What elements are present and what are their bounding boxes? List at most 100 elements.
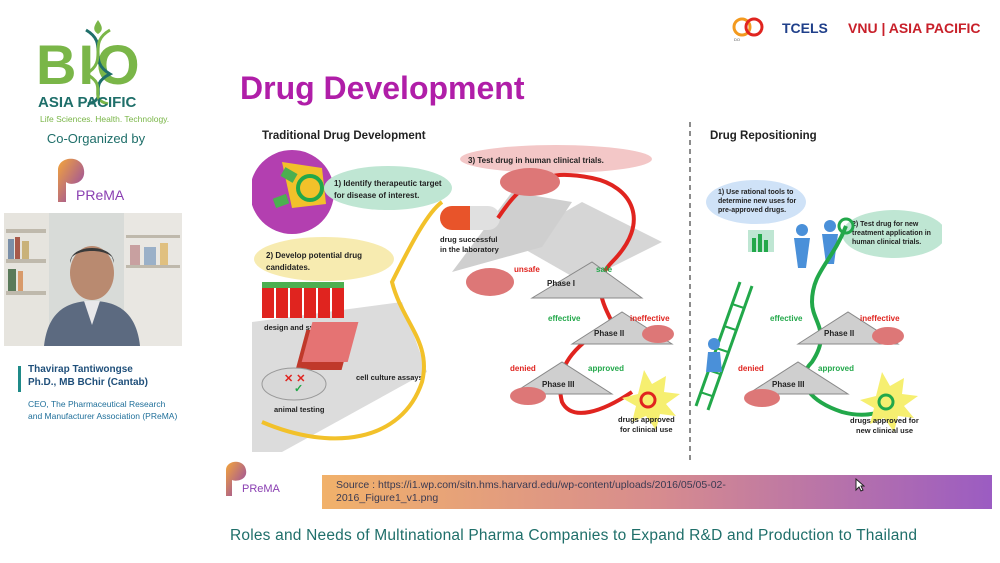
speaker-name: Thavirap Tantiwongse	[28, 364, 133, 375]
prema-logo-icon: PReMA	[58, 158, 125, 203]
source-line-2: 2016_Figure1_v1.png	[336, 492, 439, 504]
step1-text-line2: for disease of interest.	[334, 191, 419, 200]
animal-testing-label: animal testing	[274, 405, 325, 414]
animal-dish-icon	[261, 367, 327, 401]
bio-logo-letters: BIO	[36, 33, 142, 96]
phase3-label: Phase III	[542, 380, 574, 389]
cell-culture-plates-icon	[295, 322, 359, 370]
repo-step1-bubble	[706, 180, 806, 224]
dna-helix-icon	[82, 20, 114, 106]
traditional-heading: Traditional Drug Development	[262, 130, 426, 142]
prema-logo-text: PReMA	[76, 187, 125, 203]
repo-effective-label: effective	[770, 314, 803, 323]
clinical-platform	[452, 192, 572, 272]
cell-culture-label: cell culture assays	[356, 373, 423, 382]
prema-logo: PReMA	[52, 152, 152, 206]
step3-bubble	[460, 145, 652, 173]
step2-text-line2: candidates.	[266, 263, 310, 272]
vnu-logo-text: VNU | ASIA PACIFIC	[848, 20, 981, 36]
speaker-video	[4, 213, 182, 346]
phase2-label: Phase II	[594, 329, 624, 338]
repo-phase3-label: Phase III	[772, 380, 804, 389]
prema-slide-logo-icon: PReMA	[226, 461, 281, 496]
drug-capsule-icon	[440, 206, 500, 230]
ineffective-pill-pile-icon	[642, 325, 674, 343]
repo-step1-text-line2: determine new uses for	[718, 198, 796, 205]
repo-step2-text-line3: human clinical trials.	[852, 239, 921, 246]
svg-text:✕ ✕: ✕ ✕	[284, 373, 306, 385]
repo-step2-text: 2) Test drug for new	[852, 221, 919, 228]
step2-text: 2) Develop potential drug	[266, 251, 362, 260]
sponsor-logos: DO TCELS VNU | ASIA PACIFIC	[730, 14, 990, 42]
lab-success-label: drug successful	[440, 235, 498, 244]
safe-label: safe	[596, 265, 613, 274]
drug-development-figure: Traditional Drug Development Drug Reposi…	[250, 122, 946, 460]
vnu-logo: VNU | ASIA PACIFIC	[848, 20, 981, 36]
bio-logo-tagline: Life Sciences. Health. Technology.	[40, 114, 170, 124]
ladder-icon	[694, 281, 754, 411]
repo-approved-label: approved	[818, 364, 854, 373]
mouse-cursor-icon	[855, 478, 865, 492]
step1-text: 1) Identify therapeutic target	[334, 179, 442, 188]
bio-logo-subtitle: ASIA PACIFIC	[38, 94, 137, 111]
unsafe-pill-pile-icon	[466, 268, 514, 296]
svg-text:✓: ✓	[294, 383, 303, 395]
repo-ineffective-label: ineffective	[860, 314, 900, 323]
drugs-approved-label: drugs approved	[618, 415, 675, 424]
step1-bubble	[324, 166, 452, 210]
green-repo-path	[801, 225, 904, 417]
source-bar	[322, 475, 992, 509]
target-marker-icon	[296, 174, 324, 202]
phase1-triangle	[530, 261, 644, 299]
denied-pill-pile-icon	[510, 387, 546, 405]
design-synthesis-label: design and synthesis	[264, 323, 340, 332]
slide-title: Drug Development	[240, 70, 525, 106]
repo-phase2-label: Phase II	[824, 329, 854, 338]
step3-text: 3) Test drug in human clinical trials.	[468, 156, 604, 165]
left-panel: BIO ASIA PACIFIC Life Sciences. Health. …	[0, 0, 192, 563]
pill-pile-icon	[500, 168, 560, 196]
repo-new-clinical-label: new clinical use	[856, 426, 913, 435]
co-organized-label: Co-Organized by	[46, 131, 146, 146]
repo-denied-pill-pile-icon	[744, 389, 780, 407]
prema-slide-logo: PReMA	[222, 458, 302, 498]
climbing-person-icon	[706, 338, 722, 372]
speaker-title: CEO, The Pharmaceutical Research and Man…	[28, 399, 178, 421]
phase1-label: Phase I	[547, 279, 575, 288]
lab-platform	[252, 302, 427, 452]
prema-slide-logo-text: PReMA	[242, 483, 281, 495]
approved-starburst-icon	[622, 370, 680, 430]
repo-step1-text-line3: pre-approved drugs.	[718, 207, 786, 214]
for-clinical-label: for clinical use	[620, 425, 673, 434]
repo-step2-text-line2: treatment application in	[852, 230, 931, 237]
people-icon	[794, 220, 838, 268]
approved-label: approved	[588, 364, 624, 373]
denied-label: denied	[510, 364, 536, 373]
repo-ineffective-pill-pile-icon	[872, 327, 904, 345]
lab-success-label-line2: in the laboratory	[440, 245, 500, 254]
repo-approved-starburst-icon	[860, 372, 918, 432]
repo-step1-text: 1) Use rational tools to	[718, 189, 793, 196]
session-caption: Roles and Needs of Multinational Pharma …	[230, 527, 918, 544]
tcels-logo: TCELS	[782, 20, 828, 36]
speaker-card: Thavirap Tantiwongse Ph.D., MB BChir (Ca…	[4, 352, 184, 462]
source-citation[interactable]: Source : https://i1.wp.com/sitn.hms.harv…	[336, 479, 776, 505]
repo-step2-bubble	[842, 210, 946, 258]
effective-label: effective	[548, 314, 581, 323]
yellow-lab-path	[261, 200, 444, 441]
unsafe-label: unsafe	[514, 265, 540, 274]
step2-bubble	[254, 237, 394, 281]
bar-chart-icon	[748, 230, 774, 252]
repositioning-heading: Drug Repositioning	[710, 130, 817, 142]
repo-denied-label: denied	[738, 364, 764, 373]
source-line-1: Source : https://i1.wp.com/sitn.hms.harv…	[336, 479, 726, 491]
phase3-triangle	[510, 361, 614, 395]
speaker-degree: Ph.D., MB BChir (Cantab)	[28, 377, 148, 388]
tcels-logo-text: TCELS	[782, 20, 828, 36]
repo-drugs-approved-label: drugs approved for	[850, 416, 919, 425]
do-logo: DO	[732, 17, 764, 42]
ineffective-label: ineffective	[630, 314, 670, 323]
bio-asia-pacific-logo: BIO ASIA PACIFIC Life Sciences. Health. …	[30, 14, 169, 124]
test-tubes-icon	[262, 282, 344, 318]
speaker-accent-bar	[18, 366, 21, 392]
